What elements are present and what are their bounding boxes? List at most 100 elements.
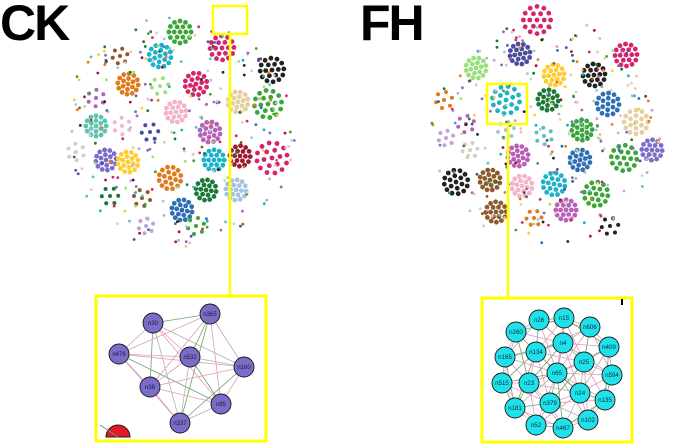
fh-node	[558, 173, 564, 179]
ck-node	[182, 217, 188, 223]
fh-node	[569, 207, 574, 213]
ck-node	[171, 200, 177, 206]
fh-zoom-node-n181: n181	[504, 397, 526, 419]
ck-node	[66, 146, 71, 151]
ck-node	[281, 66, 287, 72]
fh-node	[468, 79, 472, 83]
ck-node	[208, 152, 214, 158]
fh-node	[547, 223, 550, 227]
fh-node	[554, 211, 557, 215]
fh-node	[525, 152, 531, 158]
fh-node	[514, 148, 520, 154]
ck-node	[131, 164, 134, 168]
fh-node	[553, 103, 559, 109]
fh-node	[585, 23, 589, 27]
fh-node	[574, 136, 580, 142]
ck-node	[132, 194, 136, 198]
fh-node	[498, 93, 503, 98]
ck-node	[264, 170, 270, 175]
ck-node	[257, 68, 263, 74]
ck-node	[214, 56, 219, 61]
ck-node	[234, 104, 240, 110]
ck-node	[257, 90, 262, 96]
ck-node	[270, 89, 276, 94]
ck-node	[172, 215, 178, 221]
ck-node	[93, 161, 97, 165]
fh-node	[602, 199, 608, 204]
ck-node	[242, 183, 248, 189]
fh-node	[582, 79, 588, 84]
panel-title-ck: CK	[0, 0, 70, 51]
ck-node	[276, 77, 282, 83]
fh-node	[554, 93, 560, 99]
ck-node	[112, 204, 116, 208]
ck-node	[132, 70, 136, 74]
fh-node	[467, 117, 471, 121]
ck-node	[75, 75, 79, 78]
fh-node	[517, 99, 522, 105]
fh-node	[461, 188, 467, 194]
fh-node	[466, 58, 472, 63]
ck-node	[78, 106, 81, 110]
ck-node	[192, 159, 196, 163]
ck-node	[219, 45, 225, 51]
ck-node	[250, 136, 253, 140]
ck-node	[163, 179, 169, 185]
ck-node	[213, 45, 219, 51]
fh-node	[551, 89, 557, 95]
ck-node	[156, 178, 162, 183]
ck-node	[233, 187, 239, 193]
ck-node	[197, 85, 203, 91]
ck-node	[73, 151, 77, 155]
fh-node	[615, 96, 621, 102]
fh-node	[600, 180, 604, 184]
fh-node	[511, 163, 517, 168]
ck-node	[160, 167, 165, 173]
ck-node	[231, 95, 237, 101]
ck-zoom-node-n365: n365	[199, 303, 221, 325]
fh-node	[563, 201, 567, 205]
fh-node	[527, 5, 533, 11]
fh-node	[561, 71, 567, 76]
fh-node	[545, 103, 550, 108]
fh-node	[517, 163, 522, 169]
fh-node	[540, 99, 546, 105]
ck-node	[238, 143, 244, 149]
ck-node	[127, 169, 133, 175]
ck-node	[185, 89, 191, 94]
ck-node	[220, 162, 226, 168]
fh-node	[518, 197, 522, 201]
fh-node	[460, 149, 465, 154]
fh-node	[486, 172, 492, 178]
fh-node	[557, 112, 561, 116]
ck-node	[134, 94, 138, 98]
fh-node	[626, 83, 630, 87]
ck-node	[242, 73, 246, 77]
ck-node	[164, 55, 168, 59]
fh-node	[548, 99, 552, 103]
ck-node	[97, 149, 103, 155]
fh-node	[448, 191, 451, 195]
ck-node	[230, 192, 236, 197]
ck-node	[182, 84, 188, 89]
fh-node	[537, 91, 543, 97]
fh-zoom-node-label: n594	[605, 372, 619, 379]
ck-cluster	[146, 42, 174, 70]
fh-node	[527, 17, 533, 23]
highlight-box-ck	[211, 4, 249, 36]
fh-node	[497, 175, 503, 181]
ck-node	[199, 178, 205, 183]
fh-node	[480, 73, 486, 78]
ck-node	[241, 222, 245, 226]
ck-node	[207, 197, 213, 202]
ck-node	[216, 148, 222, 154]
ck-node	[168, 24, 173, 29]
ck-cluster	[115, 71, 141, 97]
fh-node	[606, 183, 610, 187]
fh-node	[541, 5, 547, 11]
ck-node	[237, 163, 242, 169]
fh-node	[506, 44, 509, 47]
ck-node	[121, 163, 127, 168]
fh-zoom-node-circle	[528, 309, 550, 331]
ck-zoom-node-circle	[199, 303, 221, 325]
